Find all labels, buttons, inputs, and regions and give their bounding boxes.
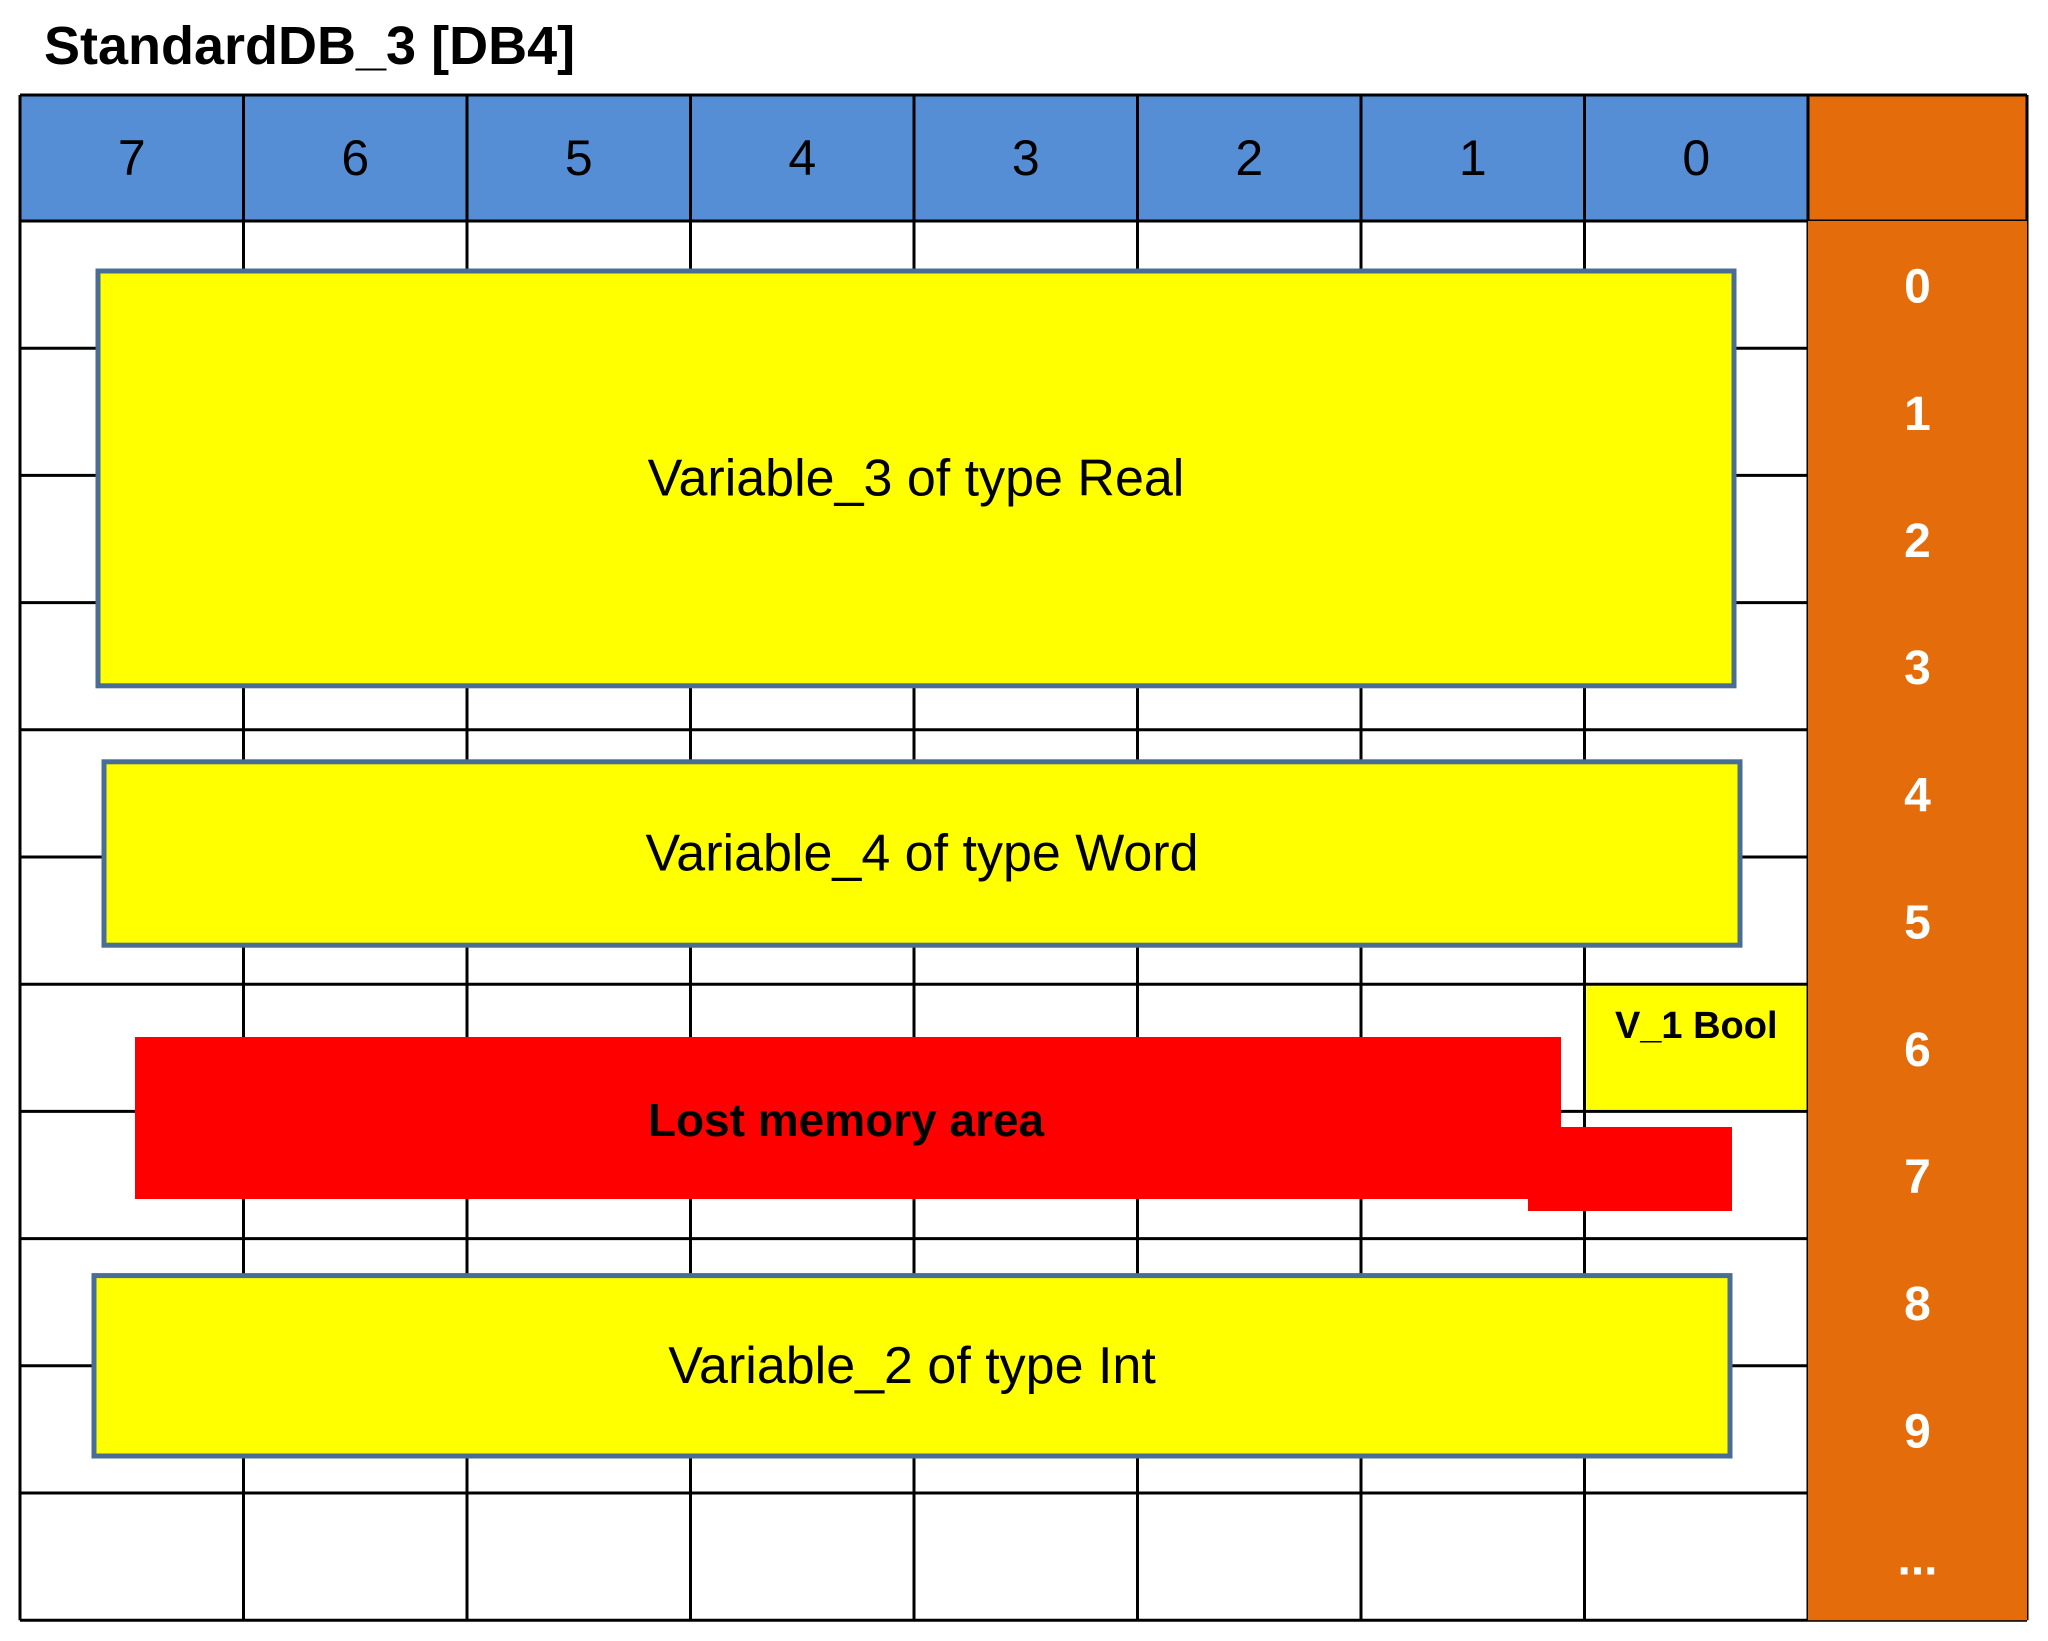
byte-address-label: 9	[1904, 1405, 1931, 1458]
byte-address-label: 5	[1904, 897, 1931, 950]
byte-address-label: 3	[1904, 642, 1931, 695]
variable-2-label: Variable_2 of type Int	[668, 1337, 1156, 1395]
byte-address-label: 8	[1904, 1278, 1931, 1331]
bit-header-label: 3	[1012, 130, 1040, 186]
byte-address-column: 0 1 2 3 4 5 6 7 8 9...	[1808, 221, 2027, 1621]
lost-memory-label: Lost memory area	[648, 1094, 1045, 1146]
lost-memory-block	[135, 1037, 1561, 1199]
byte-address-label: ...	[1897, 1533, 1937, 1586]
variable-4-block	[101, 759, 1743, 948]
byte-column-background	[1808, 221, 2027, 1621]
v-1-bool-label: V_1 Bool	[1615, 1005, 1778, 1047]
byte-address-label: 0	[1904, 261, 1931, 314]
byte-address-label: 2	[1904, 515, 1931, 568]
byte-address-label: 6	[1904, 1024, 1931, 1077]
bit-header-label: 7	[118, 130, 146, 186]
byte-address-label: 4	[1904, 769, 1931, 822]
v-1-bool-block	[1586, 986, 1806, 1110]
variable-4-label: Variable_4 of type Word	[645, 825, 1198, 883]
byte-address-label: 7	[1904, 1151, 1931, 1204]
variable-3-block	[95, 268, 1737, 689]
bit-header-row: 7 6 5 4 3 2 1 0	[20, 95, 2027, 221]
variable-2-block	[91, 1273, 1733, 1459]
bit-header-label: 2	[1235, 130, 1263, 186]
bit-header-label: 1	[1459, 130, 1487, 186]
bit-header-label: 5	[565, 130, 593, 186]
variable-3-label: Variable_3 of type Real	[648, 449, 1185, 507]
diagram-title: StandardDB_3 [DB4]	[44, 16, 576, 76]
lost-memory-block-tail	[1528, 1127, 1732, 1211]
byte-header-corner	[1808, 95, 2027, 221]
byte-address-label: 1	[1904, 388, 1931, 441]
bit-header-label: 4	[788, 130, 816, 186]
bit-header-label: 0	[1682, 130, 1710, 186]
bit-header-label: 6	[341, 130, 369, 186]
